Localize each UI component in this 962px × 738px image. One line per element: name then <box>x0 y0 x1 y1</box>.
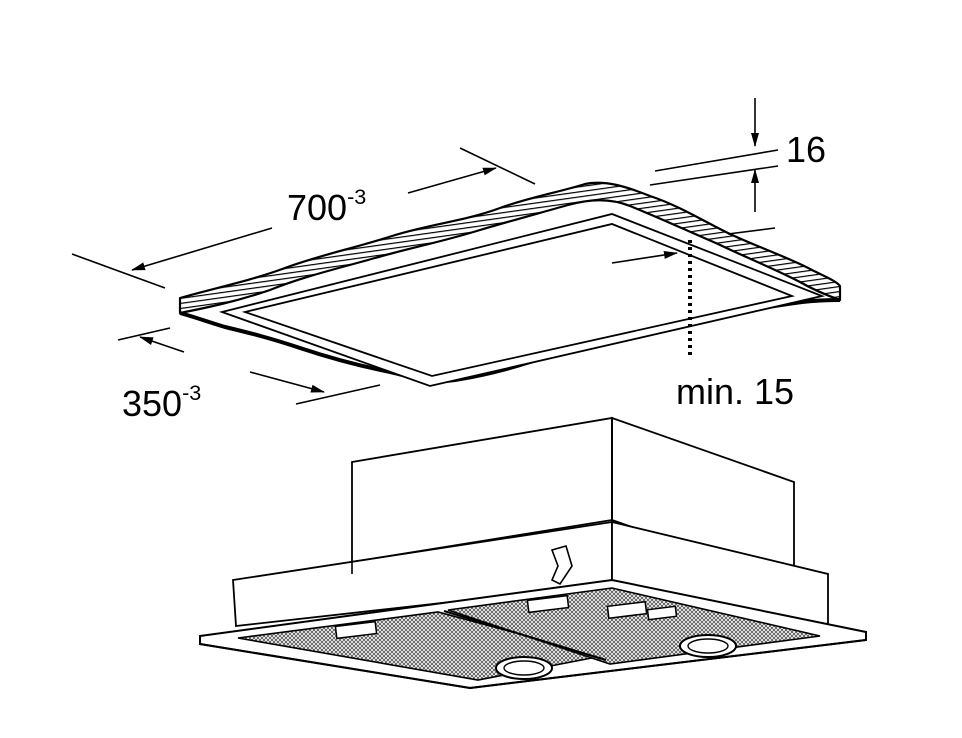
depth-label: 350-3 <box>122 382 201 424</box>
depth-value: 350 <box>122 383 183 424</box>
filter-handle-4 <box>646 605 678 621</box>
dimension-depth <box>117 327 381 405</box>
width-label: 700-3 <box>287 186 366 228</box>
dimension-width <box>71 147 536 289</box>
dimension-min-distance <box>611 227 776 356</box>
filter-handle-1 <box>334 620 378 640</box>
width-tolerance: -3 <box>347 183 367 209</box>
depth-arrow-2 <box>249 371 325 393</box>
ceiling-opening-inner <box>241 223 796 377</box>
filter-handle-3 <box>606 600 648 620</box>
width-arrow-left <box>131 227 273 271</box>
width-value: 700 <box>287 187 348 228</box>
min-distance-arrow <box>611 251 678 264</box>
depth-arrow <box>139 336 185 353</box>
width-arrow-right <box>407 167 497 194</box>
filter-handle-2 <box>526 594 570 614</box>
cooker-hood <box>199 416 867 690</box>
depth-tolerance: -3 <box>182 379 202 405</box>
dimension-thickness <box>649 98 779 212</box>
thickness-label: 16 <box>786 129 827 170</box>
min-distance-label: min. 15 <box>676 371 795 412</box>
ceiling-rim-hatch <box>178 181 842 315</box>
ceiling-panel <box>178 181 842 387</box>
latch-clip <box>550 545 573 586</box>
